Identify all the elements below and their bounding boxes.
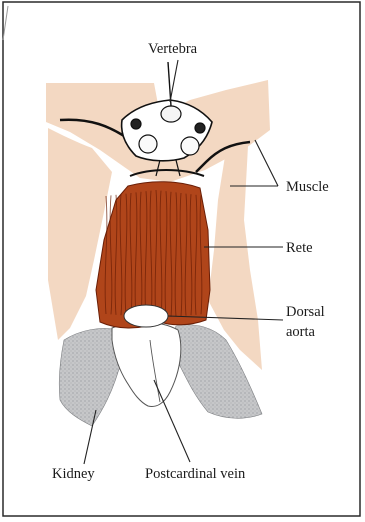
label-rete: Rete [286,240,313,256]
label-muscle: Muscle [286,179,329,195]
vertebra-centrum-right [181,137,199,155]
vertebra-knob-right [195,123,205,133]
vertebra-neural-canal [161,106,181,122]
label-aorta: aorta [286,324,316,340]
label-vertebra: Vertebra [148,41,198,57]
dorsal-aorta [124,305,168,327]
vertebra-knob-left [131,119,141,129]
label-kidney: Kidney [52,466,95,482]
vertebra-centrum-left [139,135,157,153]
label-dorsal: Dorsal [286,304,325,320]
label-postcardinal-vein: Postcardinal vein [145,466,246,482]
